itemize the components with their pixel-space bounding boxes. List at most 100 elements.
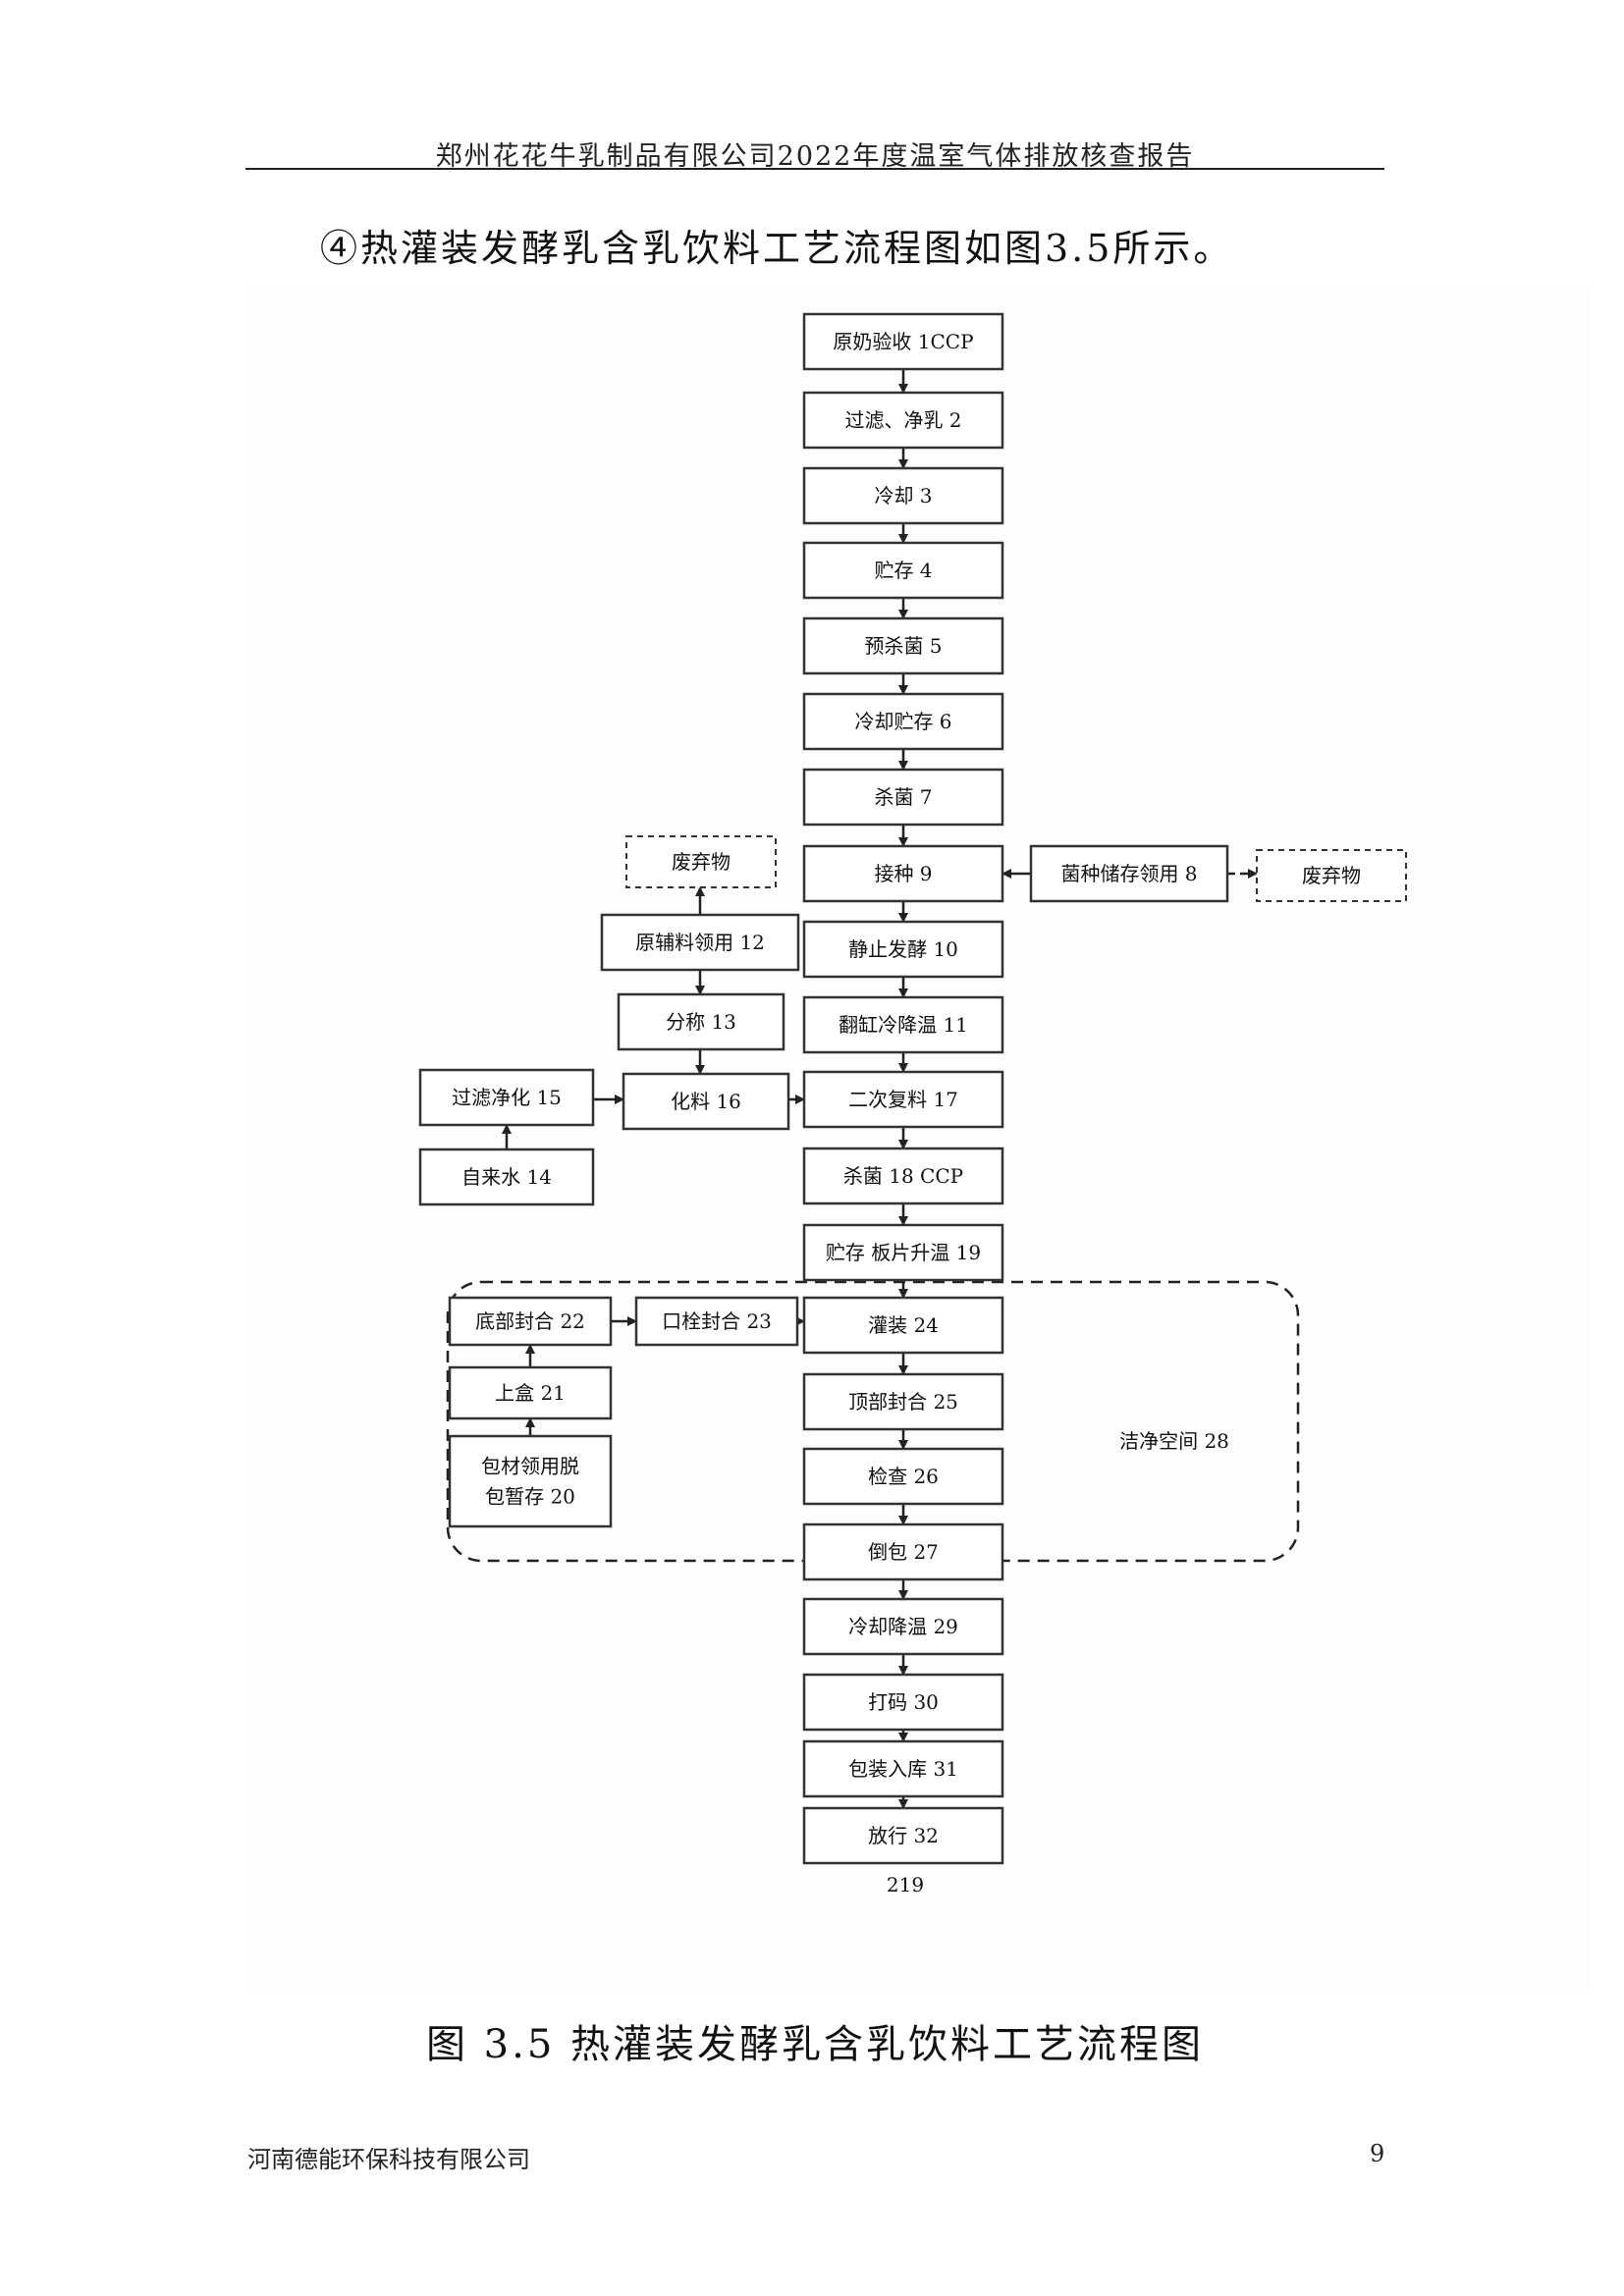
flow-node-n13: 分称 13 [617, 992, 785, 1051]
flow-node-label: 口栓封合 23 [662, 1309, 772, 1333]
flow-node-box [448, 1296, 613, 1347]
flow-node-label: 贮存 板片升温 19 [826, 1241, 981, 1264]
flow-node-box [802, 1597, 1004, 1656]
flow-node-box [418, 1148, 595, 1206]
flow-node-box [802, 1447, 1004, 1506]
flow-node-label: 接种 9 [874, 862, 932, 885]
flow-node-label: 预杀菌 5 [864, 634, 942, 658]
figure-caption: 图 3.5 热灌装发酵乳含乳饮料工艺流程图 [425, 2022, 1205, 2067]
flow-node-label: 分称 13 [666, 1010, 736, 1034]
flow-node-n7: 杀菌 7 [802, 768, 1004, 827]
flow-node-n2: 过滤、净乳 2 [802, 391, 1004, 450]
flow-node-n9: 接种 9 [802, 844, 1004, 903]
flowchart-figure: 原奶验收 1CCP 过滤、净乳 2 冷却 3 贮存 4 预杀菌 5 冷却贮存 6 杀菌 7 接… [245, 285, 1591, 1993]
flow-node-box [802, 541, 1004, 600]
flow-node-label: 废弃物 [672, 850, 731, 874]
flow-node-box [802, 1673, 1004, 1732]
flow-node-box [802, 312, 1004, 371]
flow-node-box [802, 768, 1004, 827]
flow-node-box [802, 391, 1004, 450]
flow-node-n10: 静止发酵 10 [802, 920, 1004, 979]
flow-node-label: 包暂存 20 [485, 1484, 575, 1508]
flow-node-w1: 废弃物 [625, 835, 777, 888]
flow-node-label: 杀菌 18 CCP [843, 1164, 963, 1188]
flow-node-n3: 冷却 3 [802, 466, 1004, 525]
flow-node-n26: 检查 26 [802, 1447, 1004, 1506]
flow-node-box [802, 1296, 1004, 1355]
flow-node-n4: 贮存 4 [802, 541, 1004, 600]
flow-node-box [802, 1806, 1004, 1865]
flow-node-box [802, 466, 1004, 525]
flow-node-n24: 灌装 24 [802, 1296, 1004, 1355]
flow-node-n31: 包装入库 31 [802, 1739, 1004, 1798]
flow-node-label: 化料 16 [671, 1090, 741, 1113]
flow-node-w2: 废弃物 [1256, 849, 1407, 902]
flow-node-n27: 倒包 27 [802, 1522, 1004, 1581]
flow-node-label: 检查 26 [868, 1465, 939, 1488]
flow-node-n23: 口栓封合 23 [634, 1296, 799, 1347]
flow-node-box [1029, 844, 1229, 903]
flow-node-n1: 原奶验收 1CCP [802, 312, 1004, 371]
flow-node-n17: 二次复料 17 [802, 1070, 1004, 1129]
footer-page-number: 9 [1370, 2140, 1385, 2167]
flow-node-n25: 顶部封合 25 [802, 1372, 1004, 1431]
flowchart-edges [446, 369, 1300, 1809]
flow-node-label: 自来水 14 [461, 1165, 552, 1189]
flow-node-box [617, 992, 785, 1051]
flow-node-label: 菌种储存领用 8 [1060, 862, 1197, 885]
flow-node-label: 包材领用脱 [481, 1455, 579, 1478]
figure-page-number: 219 [887, 1873, 924, 1896]
intro-paragraph: ④热灌装发酵乳含乳饮料工艺流程图如图3.5所示。 [320, 227, 1234, 270]
flow-node-box [802, 1739, 1004, 1798]
flow-node-label: 翻缸冷降温 11 [839, 1013, 968, 1037]
flow-node-label: 冷却 3 [874, 484, 932, 507]
flow-node-n30: 打码 30 [802, 1673, 1004, 1732]
flow-node-box [622, 1072, 790, 1131]
flow-node-label: 上盒 21 [495, 1381, 566, 1405]
flow-node-n11: 翻缸冷降温 11 [802, 995, 1004, 1054]
flow-node-box [418, 1068, 595, 1127]
flow-node-box [802, 920, 1004, 979]
flow-node-n32: 放行 32 [802, 1806, 1004, 1865]
flow-node-n16: 化料 16 [622, 1072, 790, 1131]
flow-node-label: 杀菌 7 [874, 785, 932, 809]
flow-node-label: 二次复料 17 [848, 1088, 958, 1111]
flow-node-label: 冷却贮存 6 [854, 710, 951, 733]
flow-node-label: 冷却降温 29 [848, 1615, 958, 1638]
flow-node-label: 灌装 24 [868, 1313, 939, 1337]
flow-node-label: 废弃物 [1302, 864, 1361, 887]
flow-node-n12: 原辅料领用 12 [600, 913, 800, 972]
flow-node-n8: 菌种储存领用 8 [1029, 844, 1229, 903]
flow-node-label: 贮存 4 [874, 559, 932, 582]
flow-node-box [802, 692, 1004, 751]
flow-node-n15: 过滤净化 15 [418, 1068, 595, 1127]
flow-node-box [634, 1296, 799, 1347]
page-header-title: 郑州花花牛乳制品有限公司2022年度温室气体排放核查报告 [435, 141, 1195, 172]
flow-node-box [1256, 849, 1407, 902]
clean-space-label: 洁净空间 28 [1119, 1429, 1229, 1453]
flow-node-label: 顶部封合 25 [848, 1390, 958, 1414]
flow-node-label: 静止发酵 10 [848, 937, 958, 961]
flow-node-label: 倒包 27 [868, 1540, 939, 1564]
flow-node-label: 放行 32 [868, 1824, 939, 1847]
flow-node-label: 包装入库 31 [848, 1757, 958, 1781]
flow-node-label: 过滤、净乳 2 [844, 408, 961, 432]
flow-node-box [448, 1434, 613, 1528]
flowchart-diagram: 原奶验收 1CCP 过滤、净乳 2 冷却 3 贮存 4 预杀菌 5 冷却贮存 6 杀菌 7 接… [418, 312, 1407, 1896]
header-divider [245, 168, 1384, 170]
flow-node-box [802, 1070, 1004, 1129]
flow-node-box [448, 1365, 613, 1420]
flow-node-label: 原辅料领用 12 [635, 931, 765, 954]
flow-node-label: 过滤净化 15 [452, 1086, 562, 1109]
flow-node-box [625, 835, 777, 888]
flow-node-n21: 上盒 21 [448, 1365, 613, 1420]
flow-node-box [600, 913, 800, 972]
flow-node-box [802, 1372, 1004, 1431]
flow-node-box [802, 1147, 1004, 1205]
flowchart-nodes: 原奶验收 1CCP 过滤、净乳 2 冷却 3 贮存 4 预杀菌 5 冷却贮存 6 杀菌 7 接… [418, 312, 1407, 1865]
flow-node-n6: 冷却贮存 6 [802, 692, 1004, 751]
flow-node-label: 底部封合 22 [475, 1309, 585, 1333]
flow-node-box [802, 616, 1004, 675]
flow-node-n14: 自来水 14 [418, 1148, 595, 1206]
